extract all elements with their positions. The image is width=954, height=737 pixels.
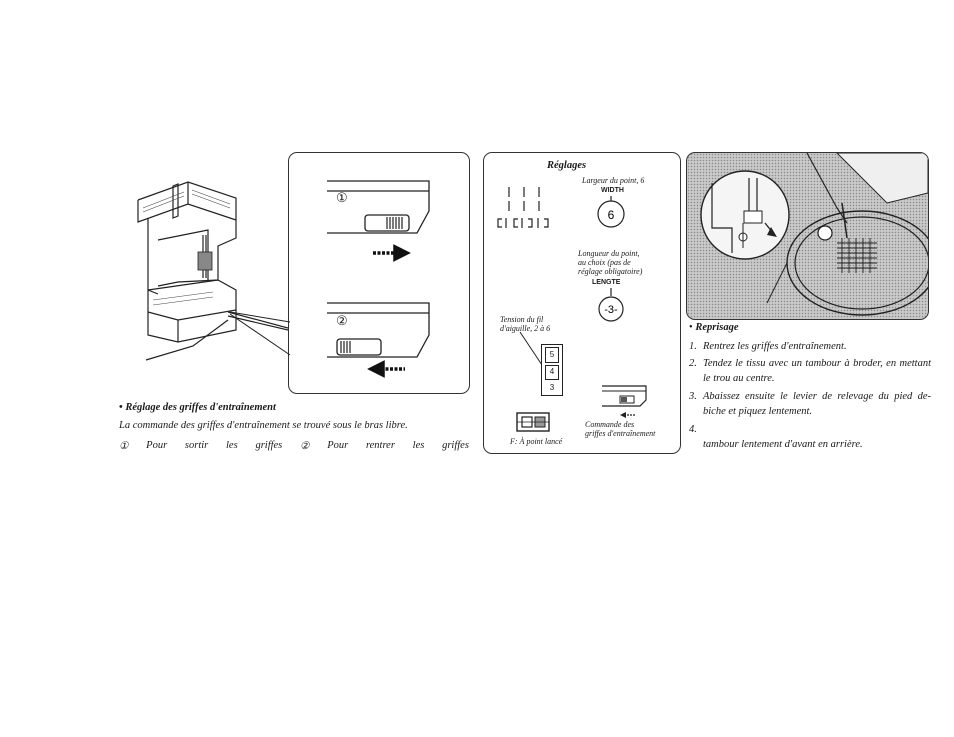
feed-dog-caption-text: La commande des griffes d'entraînement s… — [119, 420, 408, 431]
tension-value: 4 — [545, 365, 559, 380]
arrow-right-icon — [373, 244, 411, 262]
feed-dog-caption-steps: ① Pour sortir les griffes ② Pour rentrer… — [119, 440, 469, 452]
callout-lines — [230, 311, 291, 356]
width-label: Largeur du point, 6 — [582, 176, 645, 185]
feed-dog-detail-frame — [288, 152, 470, 394]
feed-dog-caption-title: • Réglage des griffes d'entraînement — [119, 402, 276, 413]
feed-dog-control-label-1: Commande des — [585, 420, 635, 429]
step-2-label: ② — [336, 313, 348, 328]
length-dial-icon: -3- — [598, 288, 624, 322]
settings-title: Réglages — [547, 160, 587, 171]
settings-frame — [483, 152, 681, 454]
darning-step: 3. Abaissez ensuite le levier de relevag… — [689, 391, 931, 417]
darning-step: 1. Rentrez les griffes d'entraînement. — [689, 341, 847, 352]
hoop-and-needle-drawing — [700, 153, 928, 316]
tension-pointer-line — [519, 332, 545, 369]
tension-value: 3 — [549, 383, 555, 392]
svg-text:-3-: -3- — [604, 304, 618, 316]
tension-value: 5 — [545, 347, 559, 363]
sewing-machine-illustration — [137, 181, 288, 361]
stitch-pattern-icon — [497, 187, 549, 228]
presser-foot-label: F: À point lancé — [510, 437, 563, 446]
feed-dog-control-label-2: griffes d'entraînement — [585, 429, 656, 438]
tension-label-1: Tension du fil — [500, 315, 544, 324]
presser-foot-icon — [516, 412, 550, 432]
tension-dial: 5 4 3 — [541, 344, 563, 396]
width-dial-icon: 6 — [597, 196, 625, 228]
length-dial-label: LENGTE — [592, 279, 621, 286]
darning-step: 4. tambour lentement d'avant en arrière. — [689, 424, 863, 450]
step-1-label: ① — [336, 190, 348, 205]
svg-text:6: 6 — [608, 208, 615, 222]
darning-heading: • Reprisage — [689, 322, 739, 333]
darning-illustration — [686, 152, 929, 320]
feed-dog-control-icon — [602, 385, 647, 418]
darning-step: 2. Tendez le tissu avec un tambour à bro… — [689, 358, 931, 384]
tension-label-2: d'aiguille, 2 à 6 — [500, 324, 551, 333]
width-dial-label: WIDTH — [601, 187, 624, 194]
arrow-left-icon — [367, 360, 405, 378]
length-label-1: Longueur du point, — [578, 249, 640, 258]
length-label-3: réglage obligatoire) — [578, 267, 643, 276]
length-label-2: au choix (pas de — [578, 258, 631, 267]
feed-dog-lever-detail — [327, 180, 430, 378]
